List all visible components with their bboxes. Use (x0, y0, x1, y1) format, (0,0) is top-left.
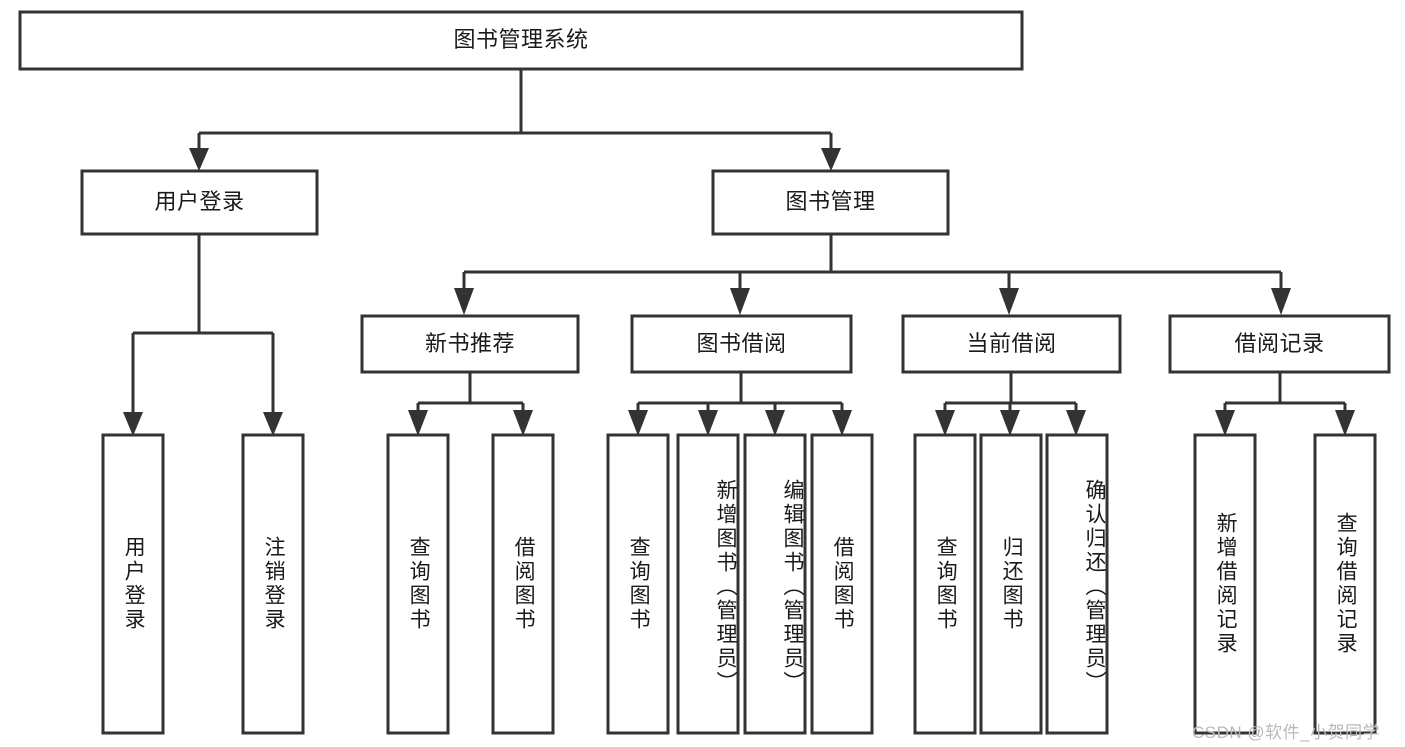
arrowhead-borrow-record (1271, 288, 1291, 315)
arrowhead-leaf-edit-book (765, 410, 785, 436)
arrowhead-leaf-return-book (1000, 410, 1020, 436)
connector-group-current-borrow (935, 372, 1086, 436)
arrowhead-leaf-confirm-return (1066, 410, 1086, 436)
arrowhead-leaf-query-record (1335, 410, 1355, 436)
arrowhead-leaf-add-record (1215, 410, 1235, 436)
node-box-leaf-edit-book[interactable] (743, 433, 807, 735)
connector-group-root (189, 69, 841, 171)
node-box-new-book-rec[interactable] (360, 314, 580, 374)
arrowhead-leaf-query-book-3 (935, 410, 955, 436)
node-box-leaf-query-book-1[interactable] (386, 433, 450, 735)
connector-group-borrow-record (1215, 372, 1355, 436)
node-box-leaf-user-login[interactable] (101, 433, 165, 735)
connector-group-book-borrow (628, 372, 852, 436)
node-box-leaf-add-record[interactable] (1193, 433, 1257, 735)
arrowhead-book-manage (821, 148, 841, 171)
node-box-leaf-borrow-book-2[interactable] (810, 433, 874, 735)
node-box-leaf-query-book-3[interactable] (913, 433, 977, 735)
arrowhead-leaf-query-book-1 (408, 410, 428, 436)
node-box-root[interactable] (18, 10, 1024, 71)
arrowhead-book-borrow (730, 288, 750, 315)
node-box-current-borrow[interactable] (901, 314, 1122, 374)
watermark-text: CSDN @软件_小贺同学 (1192, 723, 1381, 742)
node-box-book-manage[interactable] (711, 169, 950, 236)
node-box-leaf-query-record[interactable] (1313, 433, 1377, 735)
arrowhead-leaf-add-book (698, 410, 718, 436)
arrowhead-leaf-user-login (123, 412, 143, 436)
connector-group-new-book-rec (408, 372, 533, 436)
arrowhead-new-book-rec (454, 288, 474, 315)
connector-group-user-login (123, 234, 283, 436)
arrowhead-user-login (189, 148, 209, 171)
node-box-leaf-return-book[interactable] (979, 433, 1043, 735)
node-box-leaf-logout[interactable] (241, 433, 305, 735)
node-box-book-borrow[interactable] (630, 314, 853, 374)
arrowhead-leaf-borrow-book-2 (832, 410, 852, 436)
arrowhead-leaf-borrow-book-1 (513, 410, 533, 436)
arrowhead-leaf-logout (263, 412, 283, 436)
arrowhead-current-borrow (999, 288, 1019, 315)
node-box-leaf-add-book[interactable] (676, 433, 740, 735)
arrowhead-leaf-query-book-2 (628, 410, 648, 436)
node-box-leaf-borrow-book-1[interactable] (491, 433, 555, 735)
node-box-leaf-confirm-return[interactable] (1045, 433, 1109, 735)
node-box-borrow-record[interactable] (1168, 314, 1391, 374)
node-box-user-login[interactable] (80, 169, 319, 236)
connector-group-book-manage (454, 234, 1291, 315)
node-box-leaf-query-book-2[interactable] (606, 433, 670, 735)
